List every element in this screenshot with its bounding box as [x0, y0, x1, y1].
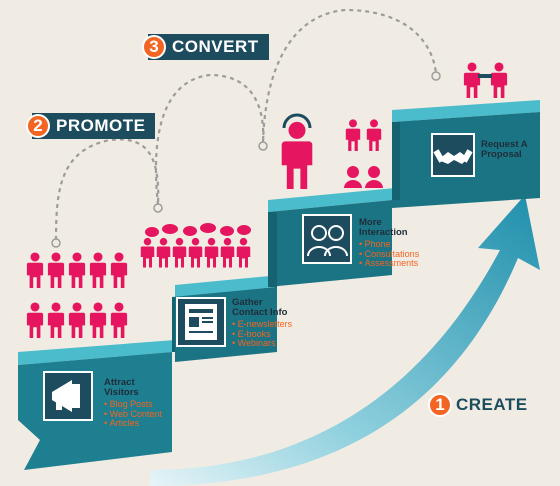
list-item: Webinars	[232, 338, 312, 349]
deal-figures	[463, 62, 508, 98]
dashed-path	[54, 8, 438, 241]
step-proposal-title-2: Proposal	[481, 149, 522, 160]
step-proposal: Request A Proposal	[481, 140, 551, 160]
megaphone-icon	[43, 371, 93, 421]
dashed-path-ends	[51, 71, 441, 248]
list-item: E-books	[232, 329, 312, 340]
step-gather-title-2: Contact Info	[232, 307, 288, 318]
phase-convert-label: CONVERT	[148, 34, 269, 60]
phase-create-label: CREATE	[456, 395, 528, 414]
list-item: Web Content	[104, 409, 184, 420]
couple-figures	[344, 119, 383, 188]
list-item: Assessments	[359, 258, 449, 269]
list-item: E-newsletters	[232, 319, 312, 330]
list-item: Consultations	[359, 249, 449, 260]
growth-arrow	[150, 195, 540, 486]
phase-create: 1 CREATE	[428, 392, 538, 418]
handshake-icon	[431, 133, 475, 177]
step-interaction-title-2: Interaction	[359, 227, 408, 238]
step-gather: Gather Contact Info E-newsletters E-book…	[232, 298, 312, 349]
step-interaction-title-1: More	[359, 217, 382, 228]
phase-create-number: 1	[428, 393, 452, 417]
list-item: Articles	[104, 418, 184, 429]
phase-promote-label: PROMOTE	[32, 113, 156, 139]
crowd-contacts	[140, 223, 251, 268]
phase-convert-number: 3	[142, 35, 166, 59]
step-proposal-title-1: Request A	[481, 139, 528, 150]
newsletter-icon	[176, 297, 226, 347]
list-item: Phone	[359, 239, 449, 250]
agent-figure	[281, 113, 313, 189]
phase-convert: 3 CONVERT	[142, 34, 269, 60]
people-icon	[302, 214, 352, 264]
step-attract-title-2: Visitors	[104, 387, 139, 398]
list-item: Blog Posts	[104, 399, 184, 410]
step-interaction: More Interaction Phone Consultations Ass…	[359, 218, 449, 269]
phase-promote-number: 2	[26, 114, 50, 138]
step-attract-title-1: Attract	[104, 377, 135, 388]
phase-promote: 2 PROMOTE	[26, 113, 156, 139]
step-gather-title-1: Gather	[232, 297, 263, 308]
crowd-visitors	[26, 252, 128, 338]
step-attract: Attract Visitors Blog Posts Web Content …	[104, 378, 184, 429]
